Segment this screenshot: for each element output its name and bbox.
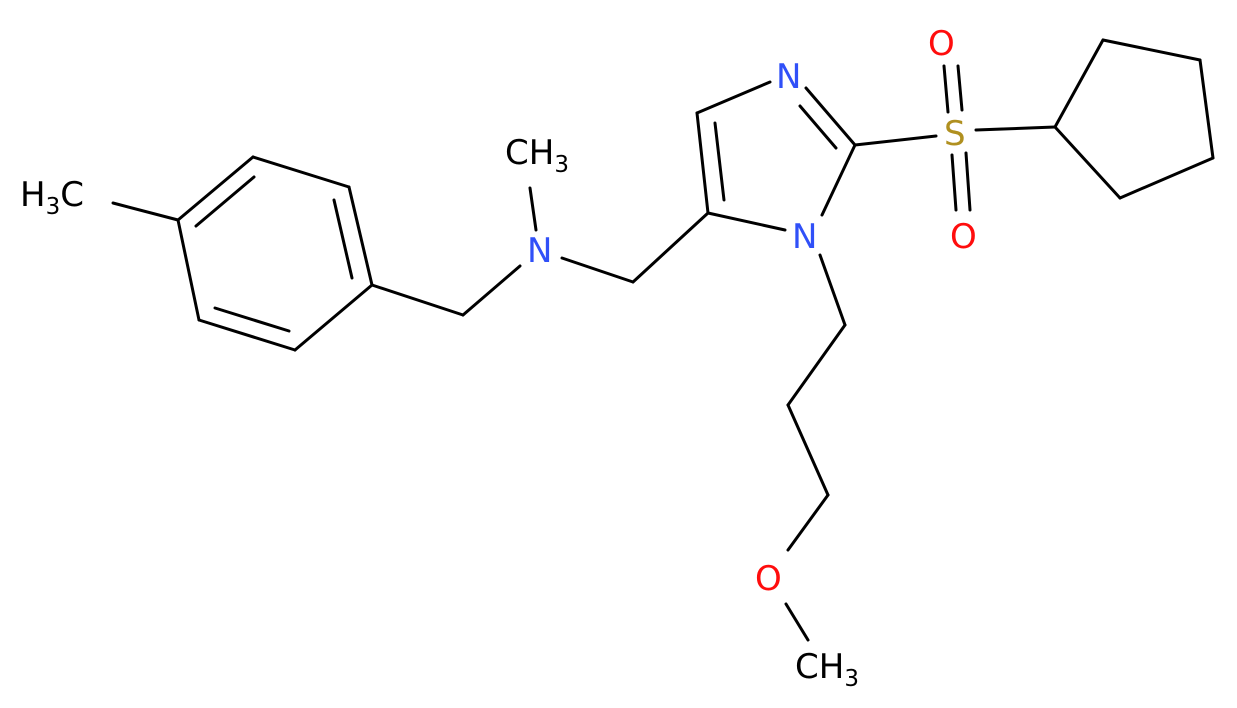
ring-nitrogen-1-label: N [792, 217, 817, 257]
ether-oxygen-label: O [755, 559, 782, 599]
bonds [111, 38, 1215, 642]
ring-nitrogen-3-label: N [776, 57, 801, 97]
aryl-methyl-label: H3C [20, 175, 84, 220]
atom-labels: H3C CH3 N N N S O O O CH3 [20, 24, 977, 692]
sulfonyl-oxygen-top-label: O [928, 24, 955, 64]
n-methyl-label: CH3 [505, 133, 569, 178]
sulfur-label: S [944, 114, 966, 154]
amine-nitrogen-label: N [527, 231, 552, 271]
sulfonyl-oxygen-bottom-label: O [950, 217, 977, 257]
methoxy-methyl-label: CH3 [795, 647, 859, 692]
